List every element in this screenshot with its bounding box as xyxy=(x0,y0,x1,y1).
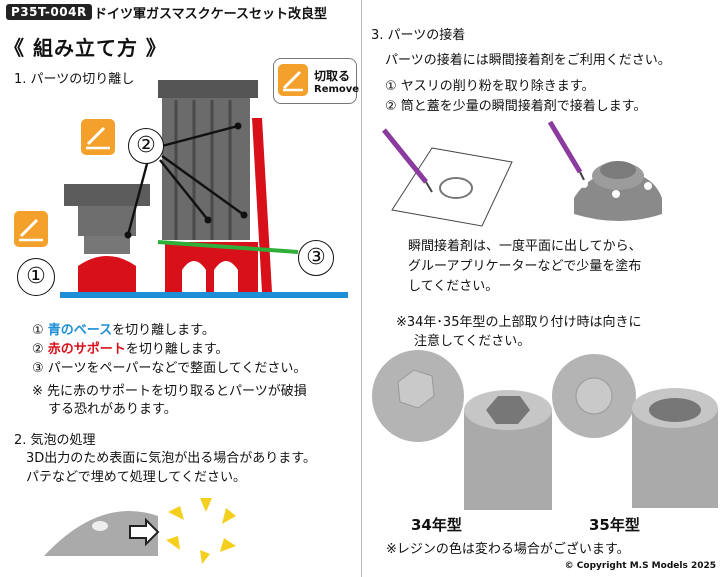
product-code-badge: P35T-004R xyxy=(6,4,92,20)
section1-title: 1. パーツの切り離し xyxy=(14,72,135,87)
glue-drop xyxy=(439,177,473,199)
remove-label-en: Remove xyxy=(314,84,360,95)
section3-intro: パーツの接着には瞬間接着剤をご利用ください。 xyxy=(385,53,671,68)
cut-icon xyxy=(14,211,48,247)
product-title: ドイツ軍ガスマスクケースセット改良型 xyxy=(94,7,327,22)
copyright: © Copyright M.S Models 2025 xyxy=(564,561,716,571)
assembly-heading: 《 組み立て方 》 xyxy=(4,36,167,60)
cut-icon xyxy=(278,64,308,96)
cut-line xyxy=(157,240,299,254)
lid-part xyxy=(64,184,150,254)
section3-note-line1: ※34年･35年型の上部取り付け時は向きに xyxy=(396,315,642,330)
red-support-left xyxy=(78,256,136,292)
glue-line1: 瞬間接着剤は、一度平面に出してから、 xyxy=(408,239,642,254)
callout-3: ③ xyxy=(298,240,334,276)
column-divider xyxy=(361,0,362,577)
section3-title: 3. パーツの接着 xyxy=(371,28,466,43)
callout-2: ② xyxy=(128,128,164,164)
section2-line1: 3D出力のため表面に気泡が出る場合があります。 xyxy=(26,451,316,466)
remove-label-ja: 切取る xyxy=(314,69,351,83)
step-1: ① 青のベースを切り離します。 xyxy=(32,323,215,338)
callout-1: ① xyxy=(17,258,55,296)
type35-canister xyxy=(632,388,718,508)
remove-badge: 切取る Remove xyxy=(273,58,360,104)
red-support-label: 赤のサポート xyxy=(47,342,126,357)
glue-line3: してください。 xyxy=(408,279,499,294)
type34-label: 34年型 xyxy=(411,516,462,534)
step-3: ③ パーツをペーパーなどで整面してください。 xyxy=(32,361,307,376)
type35-label: 35年型 xyxy=(589,516,640,534)
resin-note: ※レジンの色は変わる場合がございます。 xyxy=(386,542,630,557)
step-2: ② 赤のサポートを切り離します。 xyxy=(32,342,229,357)
section2-line2: パテなどで埋めて処理してください。 xyxy=(26,470,246,485)
section1-note-line1: ※ 先に赤のサポートを切り取るとパーツが破損 xyxy=(32,384,307,399)
type34-canister xyxy=(464,390,552,510)
section2-title: 2. 気泡の処理 xyxy=(14,433,96,448)
glue-line2: グルーアプリケーターなどで少量を塗布 xyxy=(408,259,642,274)
red-support-right xyxy=(165,242,258,292)
blue-base xyxy=(60,292,348,298)
section3-step1: ① ヤスリの削り粉を取り除きます。 xyxy=(385,79,595,94)
canister-types-illustration xyxy=(372,350,718,510)
section3-step2: ② 筒と蓋を少量の瞬間接着剤で接着します。 xyxy=(385,99,647,114)
blue-base-label: 青のベース xyxy=(47,323,113,338)
type35-lid xyxy=(552,354,636,438)
glue-application-illustration xyxy=(382,120,662,227)
glue-pen-icon xyxy=(547,120,585,181)
callout-lines xyxy=(126,124,245,236)
cut-icon xyxy=(81,119,115,155)
bubble-surface xyxy=(44,511,158,556)
part-separation-illustration xyxy=(14,80,348,298)
callout-dots xyxy=(124,122,248,239)
type34-lid xyxy=(372,350,464,442)
sparkle-icon xyxy=(166,498,236,564)
glue-pen-icon xyxy=(382,128,433,193)
canister-lid-part xyxy=(574,161,662,221)
bubble-treatment-illustration xyxy=(44,498,236,564)
arrow-icon xyxy=(129,517,160,547)
section1-note-line2: する恐れがあります。 xyxy=(48,402,177,417)
section3-note-line2: 注意してください。 xyxy=(414,334,531,349)
